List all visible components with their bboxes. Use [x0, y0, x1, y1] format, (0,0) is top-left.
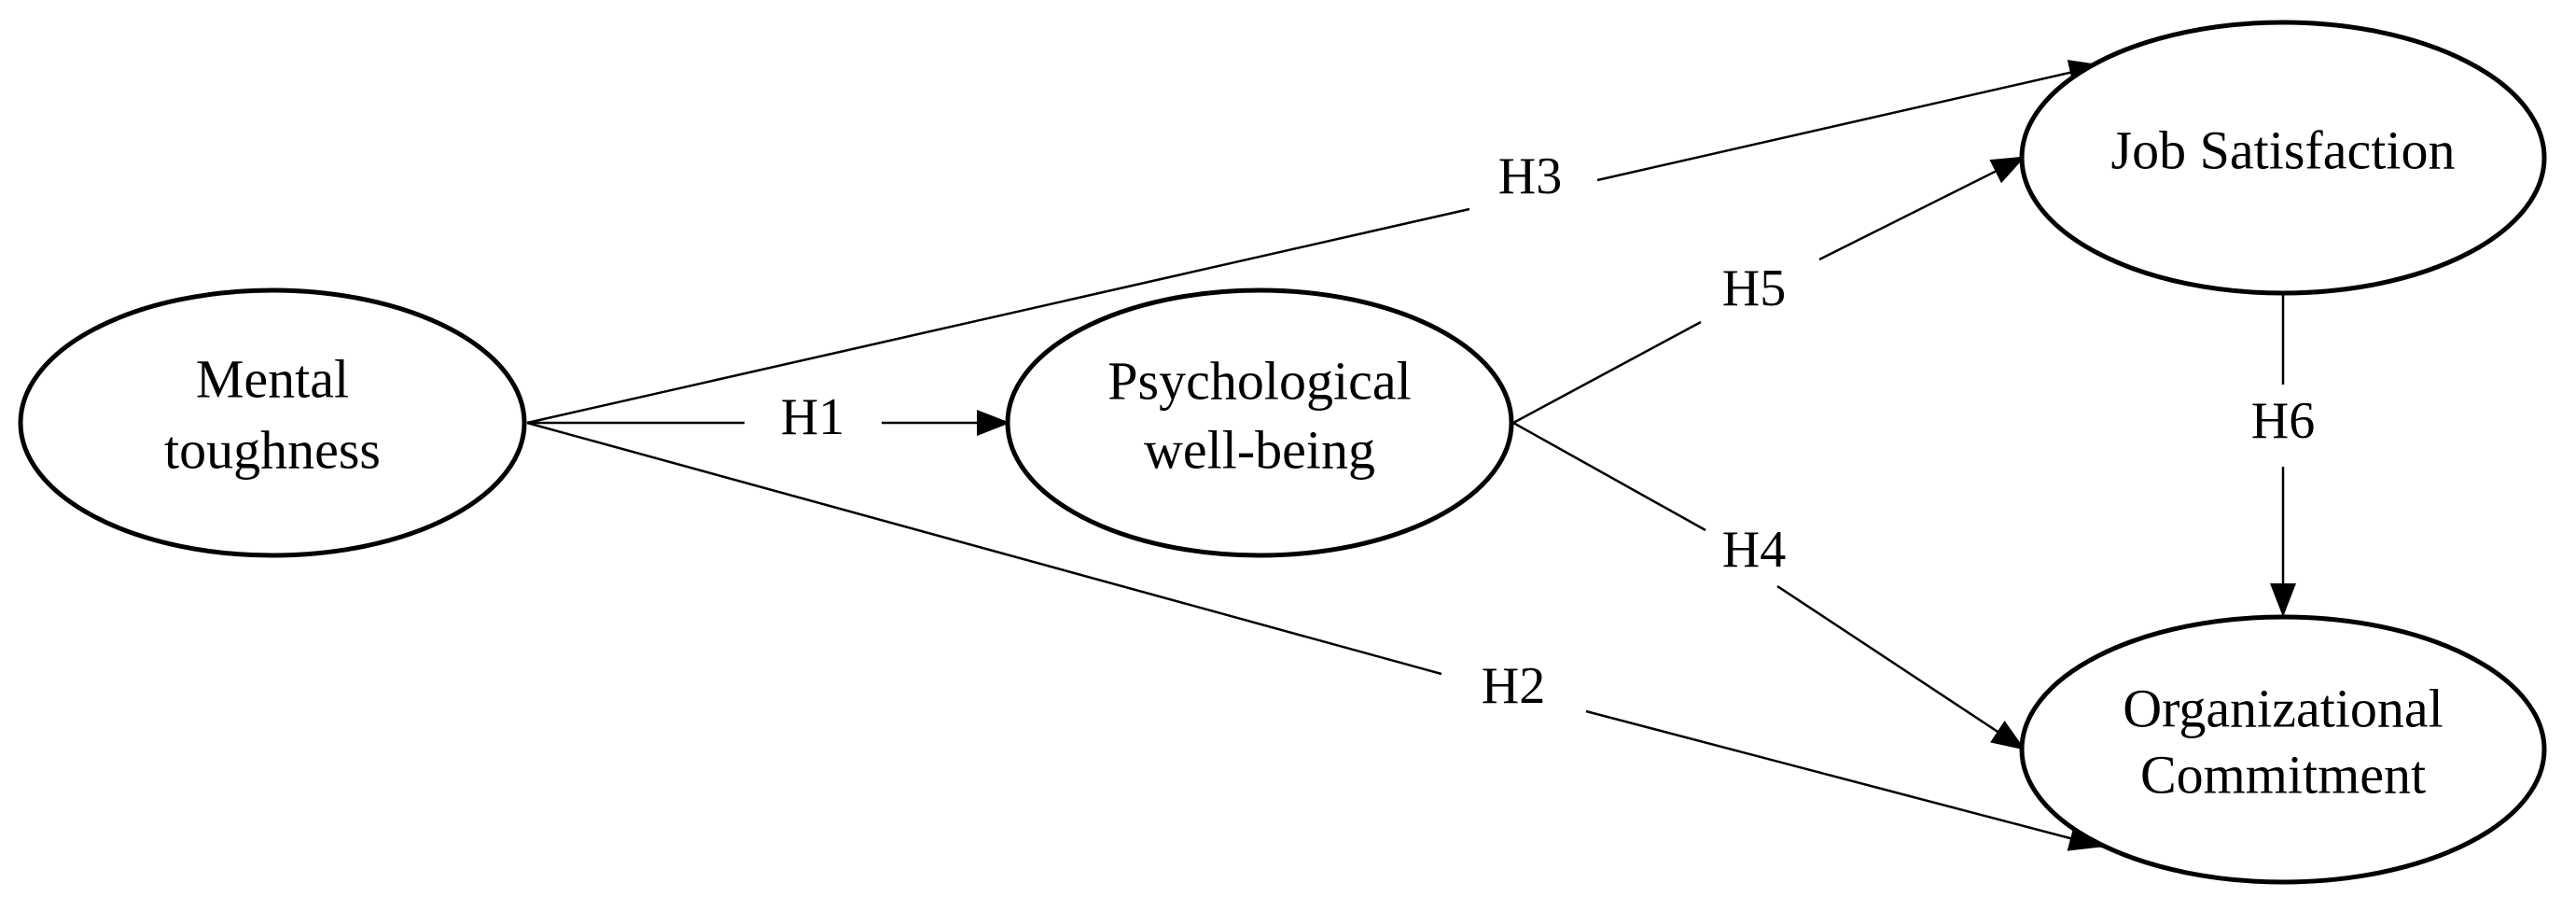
- node-mental-toughness-ellipse: [18, 287, 527, 558]
- node-mental-toughness-line1: Mental: [196, 348, 349, 409]
- edge-h3: H3: [526, 60, 2103, 425]
- node-organizational-commitment-ellipse: [2019, 614, 2547, 885]
- edge-h3-line-a: [526, 207, 1470, 425]
- edge-h6: H6: [2251, 291, 2315, 617]
- edge-h3-label: H3: [1498, 147, 1562, 205]
- edge-h5-label: H5: [1722, 259, 1786, 317]
- node-organizational-commitment-line2: Commitment: [2140, 744, 2426, 805]
- edge-h5-line-a: [1512, 320, 1702, 425]
- edge-h2-line-b: [1585, 709, 2103, 851]
- edge-h2-label: H2: [1482, 657, 1545, 715]
- node-psychological-wellbeing: Psychological well-being: [1005, 287, 1514, 558]
- node-job-satisfaction: Job Satisfaction: [2019, 20, 2547, 296]
- node-organizational-commitment: Organizational Commitment: [2019, 614, 2547, 885]
- edge-h2: H2: [526, 421, 2103, 851]
- node-psychological-wellbeing-ellipse: [1005, 287, 1514, 558]
- node-organizational-commitment-line1: Organizational: [2123, 678, 2444, 738]
- edge-h6-label: H6: [2251, 392, 2315, 450]
- edge-h2-line-a: [526, 421, 1442, 676]
- node-psychological-wellbeing-line2: well-being: [1144, 419, 1375, 480]
- edge-h5-line-b: [1818, 155, 2026, 261]
- edge-h4-label: H4: [1722, 521, 1786, 579]
- node-job-satisfaction-line1: Job Satisfaction: [2111, 119, 2456, 180]
- node-mental-toughness: Mental toughness: [18, 287, 527, 558]
- edge-h5: H5: [1512, 155, 2026, 425]
- node-job-satisfaction-ellipse: [2019, 20, 2547, 296]
- node-psychological-wellbeing-line1: Psychological: [1107, 350, 1411, 411]
- edge-h4-line-b: [1776, 584, 2026, 751]
- edge-h1: H1: [527, 388, 1010, 446]
- edge-h1-label: H1: [781, 388, 844, 446]
- edge-h3-line-b: [1596, 60, 2103, 182]
- edge-h4: H4: [1512, 421, 2026, 751]
- node-mental-toughness-line2: toughness: [164, 419, 381, 480]
- edge-h4-line-a: [1512, 421, 1706, 532]
